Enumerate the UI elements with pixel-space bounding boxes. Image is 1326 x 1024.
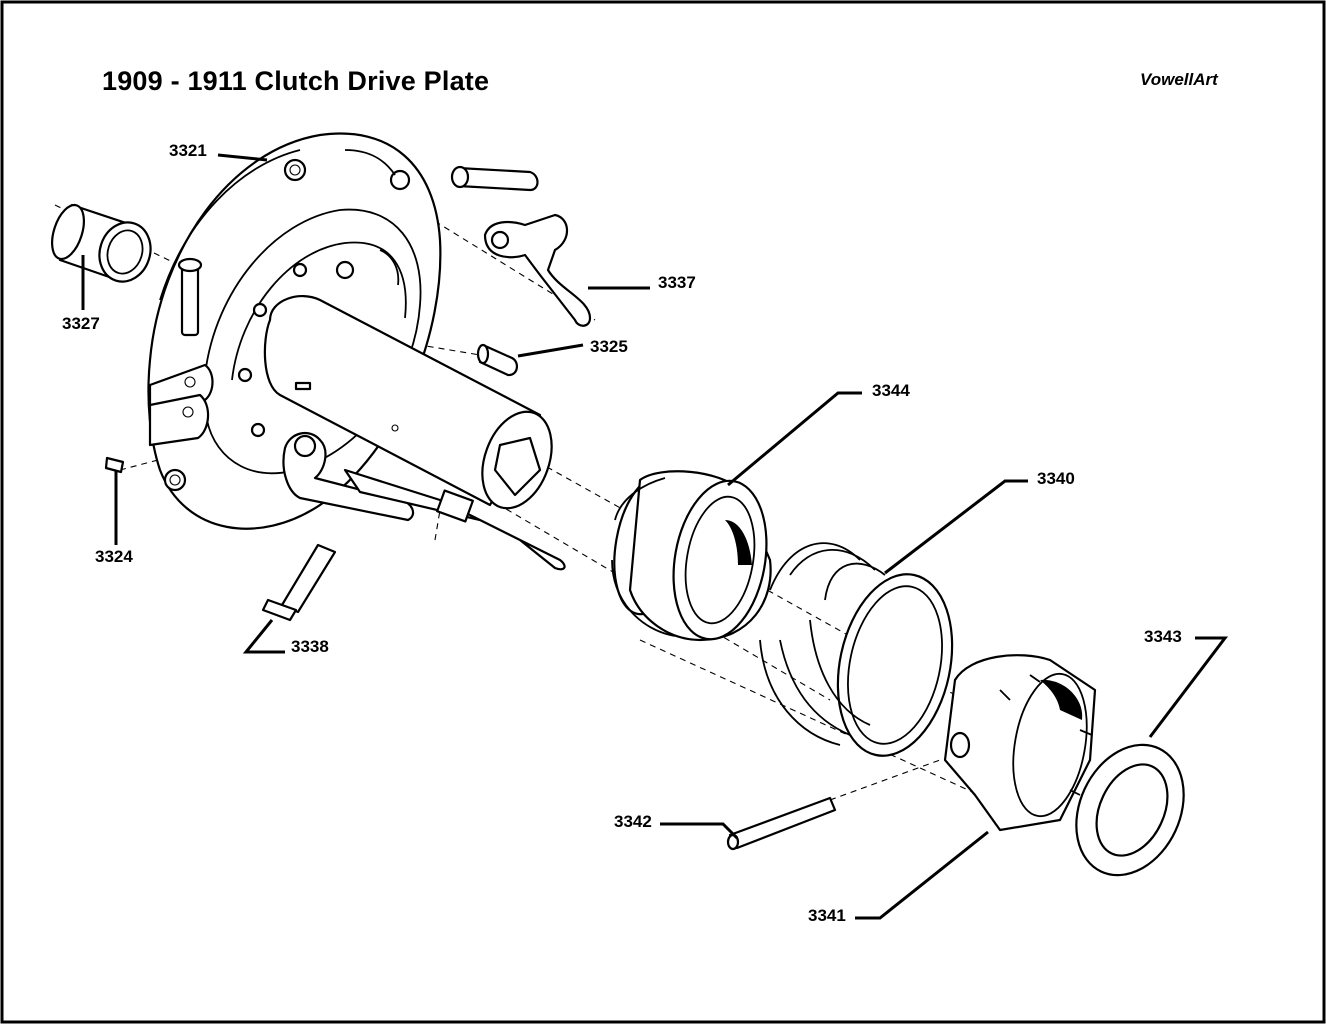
retainer-3341 <box>943 654 1097 832</box>
rod-3342 <box>726 796 837 851</box>
nut-3343 <box>1075 743 1185 877</box>
hub-tube <box>263 295 553 510</box>
bushing-3327 <box>51 203 152 283</box>
callout-3337: 3337 <box>658 273 696 292</box>
upper-pin <box>450 165 539 192</box>
callout-3338: 3338 <box>291 637 329 656</box>
lever-3337 <box>483 213 592 327</box>
lower-levers <box>282 431 566 571</box>
spring-3340 <box>759 542 954 757</box>
callout-3341: 3341 <box>808 906 846 925</box>
key-3324 <box>104 456 125 474</box>
callout-3325: 3325 <box>590 337 628 356</box>
callout-3321: 3321 <box>169 141 207 160</box>
pin-3325 <box>476 343 518 377</box>
spring-cup-3344 <box>611 470 772 642</box>
callout-3324: 3324 <box>95 547 133 566</box>
vertical-pin <box>177 257 203 337</box>
artist-credit: VowellArt <box>1140 70 1218 89</box>
callout-3343: 3343 <box>1144 627 1182 646</box>
callout-3344: 3344 <box>872 381 910 400</box>
callout-3342: 3342 <box>614 812 652 831</box>
leader-lines <box>81 153 1229 920</box>
bolt-3338 <box>261 543 337 622</box>
diagram-title: 1909 - 1911 Clutch Drive Plate <box>102 66 490 96</box>
callout-3327: 3327 <box>62 314 100 333</box>
plate-bracket <box>148 363 214 447</box>
callout-3340: 3340 <box>1037 469 1075 488</box>
